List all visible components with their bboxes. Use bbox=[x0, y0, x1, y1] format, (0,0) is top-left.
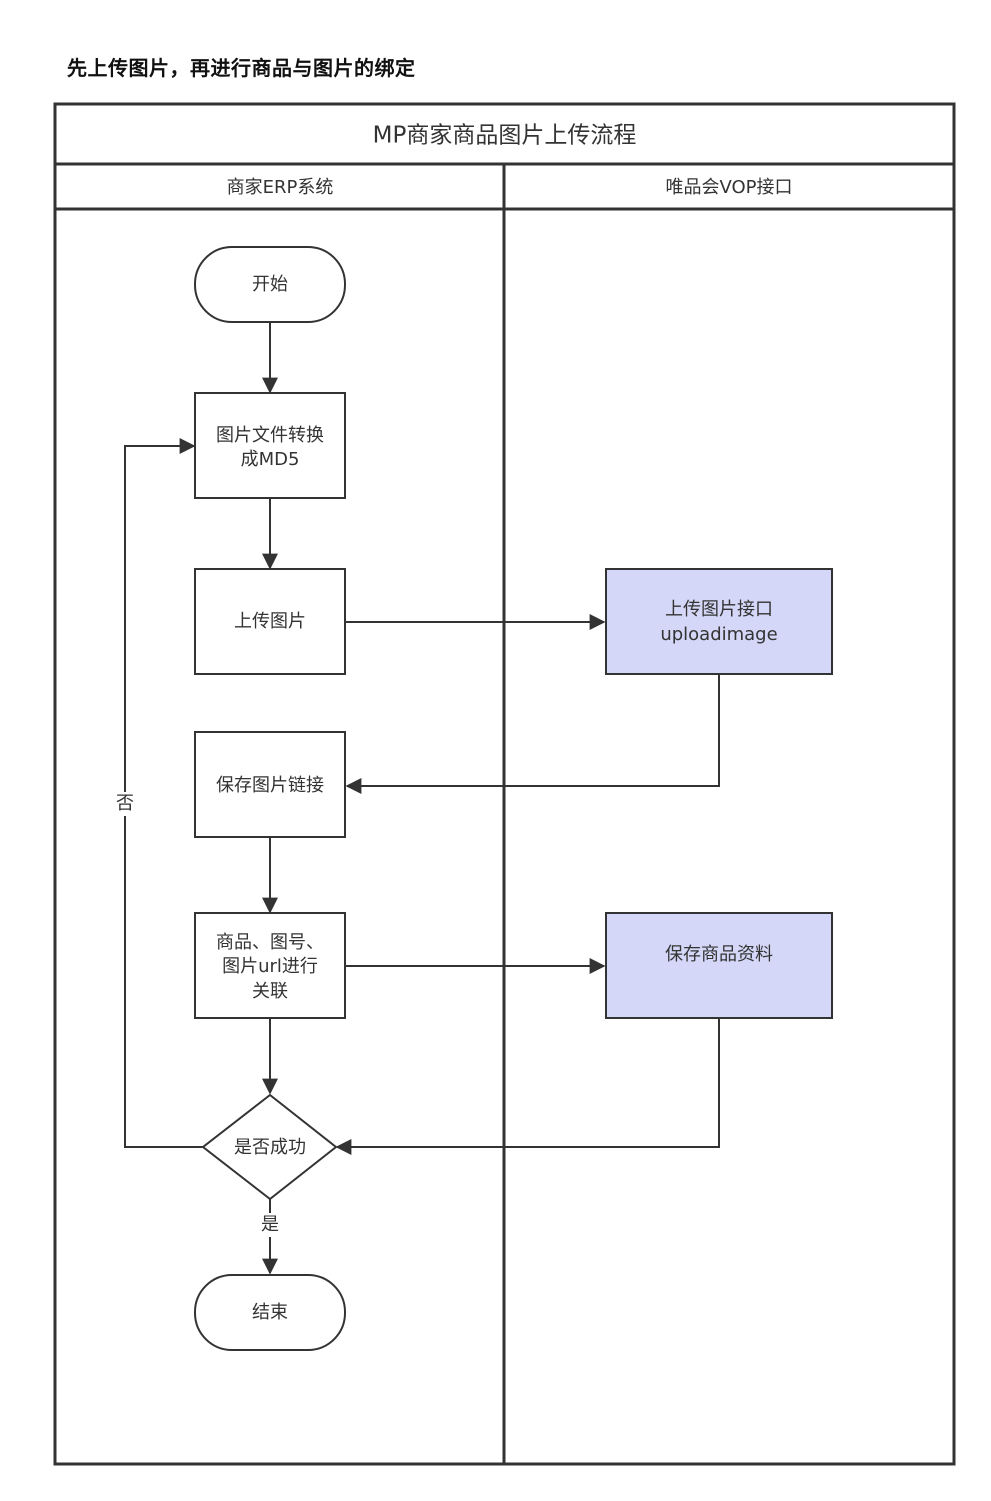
node-upload-api: 上传图片接口 uploadimage bbox=[605, 568, 833, 675]
node-md5-label-line1: 图片文件转换 bbox=[216, 425, 324, 446]
node-save-link: 保存图片链接 bbox=[194, 731, 346, 838]
node-start: 开始 bbox=[194, 246, 346, 323]
node-upload-api-label-line1: 上传图片接口 bbox=[665, 599, 773, 620]
page-heading: 先上传图片，再进行商品与图片的绑定 bbox=[67, 56, 416, 80]
node-link-goods-label-line2: 图片url进行 bbox=[222, 956, 318, 977]
node-success-decision: 是否成功 bbox=[201, 1093, 338, 1201]
node-save-goods-shape bbox=[605, 912, 833, 1019]
node-link-goods-label-line1: 商品、图号、 bbox=[216, 932, 324, 953]
node-end-shape bbox=[194, 1274, 346, 1351]
node-upload-shape bbox=[194, 568, 346, 675]
lane-erp-title: 商家ERP系统 bbox=[227, 177, 334, 198]
swimlane-pool: MP商家商品图片上传流程 商家ERP系统 唯品会VOP接口 bbox=[53, 102, 956, 1466]
edge-label-yes-bg bbox=[259, 1213, 281, 1237]
edge-save-goods-to-decision bbox=[335, 1019, 720, 1155]
node-md5: 图片文件转换 成MD5 bbox=[194, 392, 346, 499]
node-link-goods-shape bbox=[194, 912, 346, 1019]
node-save-goods-label: 保存商品资料 bbox=[665, 944, 773, 965]
node-end-label: 结束 bbox=[252, 1302, 288, 1323]
node-success-label: 是否成功 bbox=[234, 1137, 306, 1158]
node-upload-api-label-line2: uploadimage bbox=[660, 624, 777, 645]
edge-decision-no-loop bbox=[124, 438, 203, 1148]
node-md5-shape bbox=[194, 392, 346, 499]
node-save-link-shape bbox=[194, 731, 346, 838]
edge-label-no-bg bbox=[114, 792, 136, 816]
pool-title: MP商家商品图片上传流程 bbox=[373, 123, 637, 149]
node-end: 结束 bbox=[194, 1274, 346, 1351]
node-success-shape bbox=[201, 1093, 338, 1201]
edge-api-to-save-link bbox=[345, 675, 720, 794]
node-upload-api-shape bbox=[605, 568, 833, 675]
node-save-goods: 保存商品资料 bbox=[605, 912, 833, 1019]
edges bbox=[124, 323, 720, 1275]
edge-label-no: 否 bbox=[116, 793, 134, 814]
node-start-label: 开始 bbox=[252, 274, 288, 295]
node-link-goods: 商品、图号、 图片url进行 关联 bbox=[194, 912, 346, 1019]
node-upload-label: 上传图片 bbox=[234, 611, 306, 632]
node-start-shape bbox=[194, 246, 346, 323]
lane-vop-title: 唯品会VOP接口 bbox=[665, 177, 792, 198]
node-md5-label-line2: 成MD5 bbox=[241, 449, 300, 470]
node-link-goods-label-line3: 关联 bbox=[252, 981, 288, 1002]
node-save-link-label: 保存图片链接 bbox=[216, 775, 324, 796]
node-upload: 上传图片 bbox=[194, 568, 346, 675]
edge-label-yes: 是 bbox=[261, 1214, 279, 1235]
